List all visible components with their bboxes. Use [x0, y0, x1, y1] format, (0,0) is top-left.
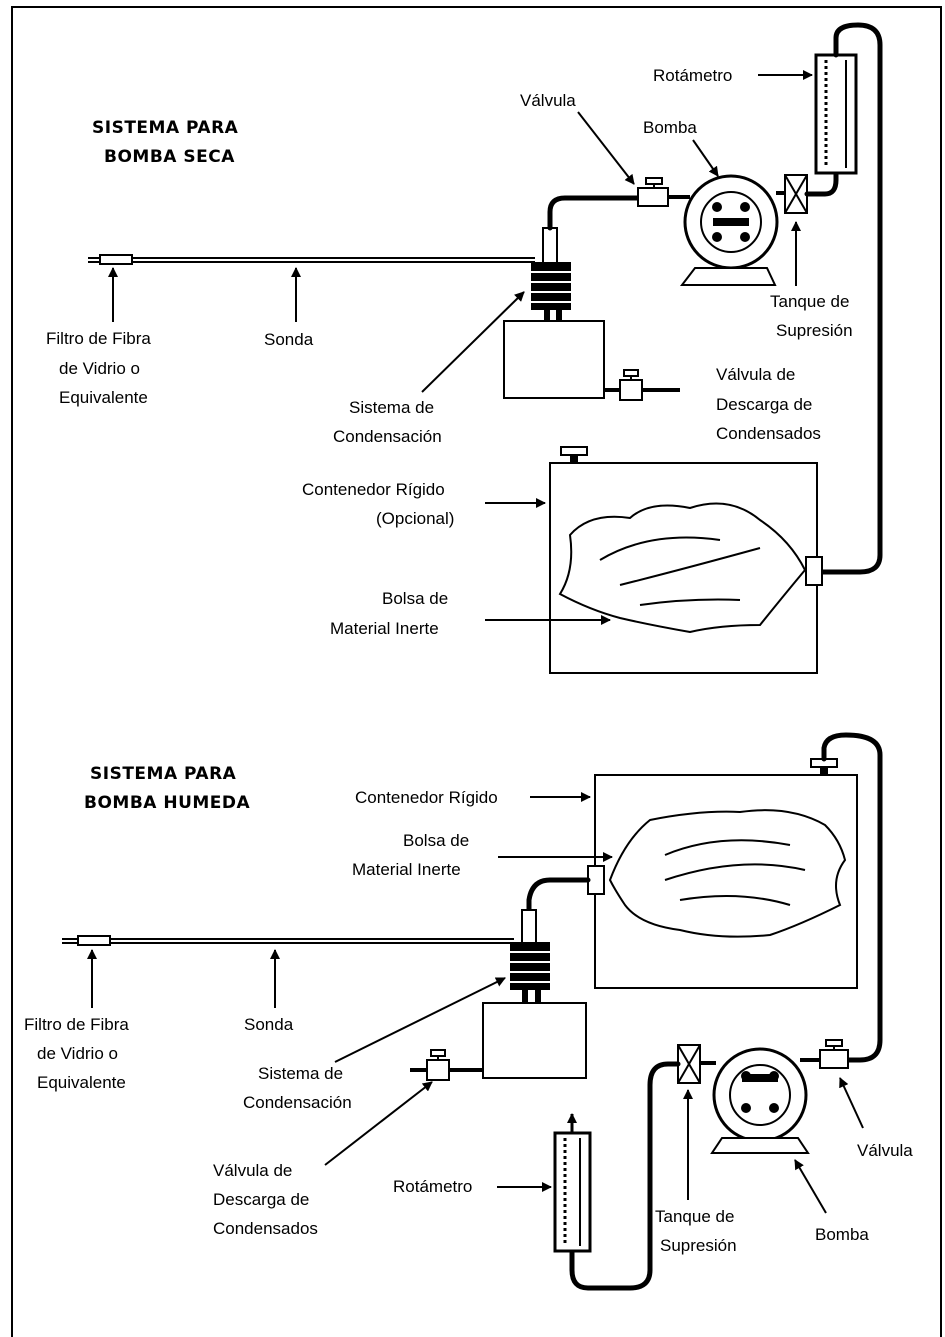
- wet-label-filtro-1: Filtro de Fibra: [24, 1015, 129, 1034]
- wet-trap-box: [482, 1002, 587, 1079]
- wet-label-tanque-1: Tanque de: [655, 1207, 734, 1226]
- dry-surge-tank-icon: [784, 174, 808, 214]
- wet-label-bolsa-2: Material Inerte: [352, 860, 461, 879]
- wet-label-descarga-3: Condensados: [213, 1219, 318, 1238]
- wet-label-condensacion-2: Condensación: [243, 1093, 352, 1112]
- dry-label-contenedor-2: (Opcional): [376, 509, 454, 528]
- dry-filter-icon: [99, 254, 133, 265]
- wet-rotameter-icon: [553, 1113, 592, 1253]
- wet-probe: [62, 935, 514, 946]
- dry-label-bolsa-1: Bolsa de: [382, 589, 448, 608]
- wet-label-filtro-3: Equivalente: [37, 1073, 126, 1092]
- wet-label-tanque-2: Supresión: [660, 1236, 737, 1255]
- wet-label-condensacion-1: Sistema de: [258, 1064, 343, 1083]
- wet-label-sonda: Sonda: [244, 1015, 294, 1034]
- dry-label-filtro-1: Filtro de Fibra: [46, 329, 151, 348]
- dry-label-filtro-3: Equivalente: [59, 388, 148, 407]
- dry-label-valvula: Válvula: [520, 91, 576, 110]
- dry-tube-condenser-valve: [547, 195, 643, 231]
- dry-label-descarga-3: Condensados: [716, 424, 821, 443]
- dry-bag-icon: [558, 502, 807, 634]
- dry-title-line2: BOMBA SECA: [104, 147, 235, 167]
- wet-rotameter-tube: [569, 1061, 681, 1291]
- wet-label-rotametro: Rotámetro: [393, 1177, 472, 1196]
- wet-surge-tank-icon: [677, 1044, 701, 1084]
- dry-label-bolsa-2: Material Inerte: [330, 619, 439, 638]
- dry-label-descarga-1: Válvula de: [716, 365, 795, 384]
- dry-label-contenedor-1: Contenedor Rígido: [302, 480, 445, 499]
- dry-label-sonda: Sonda: [264, 330, 314, 349]
- dry-label-bomba: Bomba: [643, 118, 697, 137]
- wet-label-bolsa-1: Bolsa de: [403, 831, 469, 850]
- wet-valve-icon: [819, 1039, 849, 1069]
- wet-label-contenedor: Contenedor Rígido: [355, 788, 498, 807]
- wet-container-tube: [821, 732, 883, 1063]
- dry-drain-valve-icon: [604, 369, 680, 401]
- dry-label-tanque-1: Tanque de: [770, 292, 849, 311]
- wet-label-valvula: Válvula: [857, 1141, 913, 1160]
- dry-return-tube: [819, 22, 883, 575]
- dry-label-condensacion-2: Condensación: [333, 427, 442, 446]
- dry-pump-system: SISTEMA PARA BOMBA SECA: [46, 22, 883, 674]
- wet-bag-icon: [608, 809, 847, 938]
- dry-label-filtro-2: de Vidrio o: [59, 359, 140, 378]
- wet-label-bomba: Bomba: [815, 1225, 869, 1244]
- dry-label-condensacion-1: Sistema de: [349, 398, 434, 417]
- wet-filter-icon: [77, 935, 111, 946]
- wet-label-filtro-2: de Vidrio o: [37, 1044, 118, 1063]
- wet-title-line1: SISTEMA PARA: [90, 764, 237, 784]
- dry-title-line1: SISTEMA PARA: [92, 118, 239, 138]
- wet-pump-system: SISTEMA PARA BOMBA HUMEDA: [24, 732, 913, 1291]
- dry-condenser-icon: [531, 227, 571, 322]
- dry-valve-icon: [637, 177, 669, 207]
- wet-title-line2: BOMBA HUMEDA: [84, 793, 251, 813]
- dry-label-rotametro: Rotámetro: [653, 66, 732, 85]
- dry-rotameter-icon: [814, 53, 858, 175]
- dry-label-descarga-2: Descarga de: [716, 395, 812, 414]
- dry-pump-icon: [679, 174, 779, 286]
- wet-pump-icon: [710, 1047, 810, 1154]
- dry-probe: [88, 254, 535, 265]
- wet-rigid-container: [594, 774, 858, 989]
- figure-frame: [11, 6, 942, 1337]
- wet-label-descarga-1: Válvula de: [213, 1161, 292, 1180]
- wet-condenser-icon: [510, 909, 550, 1004]
- wet-drain-valve-icon: [410, 1049, 483, 1081]
- dry-label-tanque-2: Supresión: [776, 321, 853, 340]
- wet-label-descarga-2: Descarga de: [213, 1190, 309, 1209]
- dry-trap-box: [503, 320, 605, 399]
